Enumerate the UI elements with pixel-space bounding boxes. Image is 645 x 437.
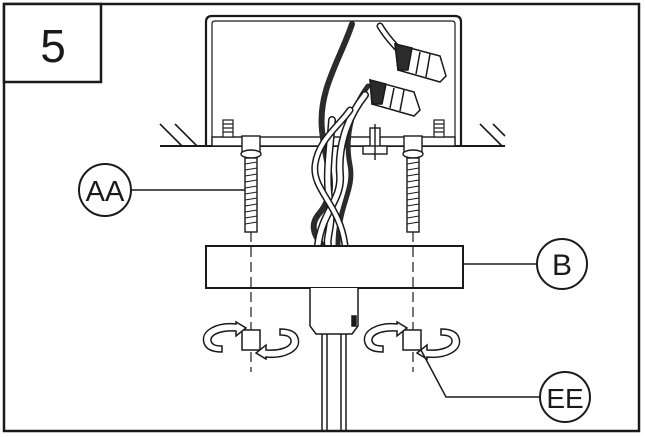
rotate-arrows-right-icon xyxy=(363,320,461,361)
nut-left xyxy=(241,329,261,351)
step-number: 5 xyxy=(40,20,66,72)
alignment-guides xyxy=(250,232,414,372)
wire-bundle xyxy=(310,21,408,249)
wire-connector-upper xyxy=(394,42,447,83)
callout-b-label: B xyxy=(552,249,572,282)
box-screw-left xyxy=(222,119,234,138)
callout-aa: AA xyxy=(78,163,245,217)
step-badge: 5 xyxy=(2,2,103,84)
callout-ee-label: EE xyxy=(546,383,583,414)
ground-screw xyxy=(362,124,388,160)
callout-aa-label: AA xyxy=(86,176,125,208)
nut-right xyxy=(402,329,422,351)
canopy xyxy=(205,245,464,289)
rotate-arrows-left-icon xyxy=(202,320,300,361)
mounting-screw-left xyxy=(240,135,262,233)
downrod xyxy=(309,288,359,431)
callout-ee: EE xyxy=(420,349,591,423)
callout-b: B xyxy=(463,238,588,290)
box-screw-right xyxy=(433,119,445,138)
wire-connector-lower xyxy=(369,78,421,117)
mounting-screw-right xyxy=(402,135,424,233)
